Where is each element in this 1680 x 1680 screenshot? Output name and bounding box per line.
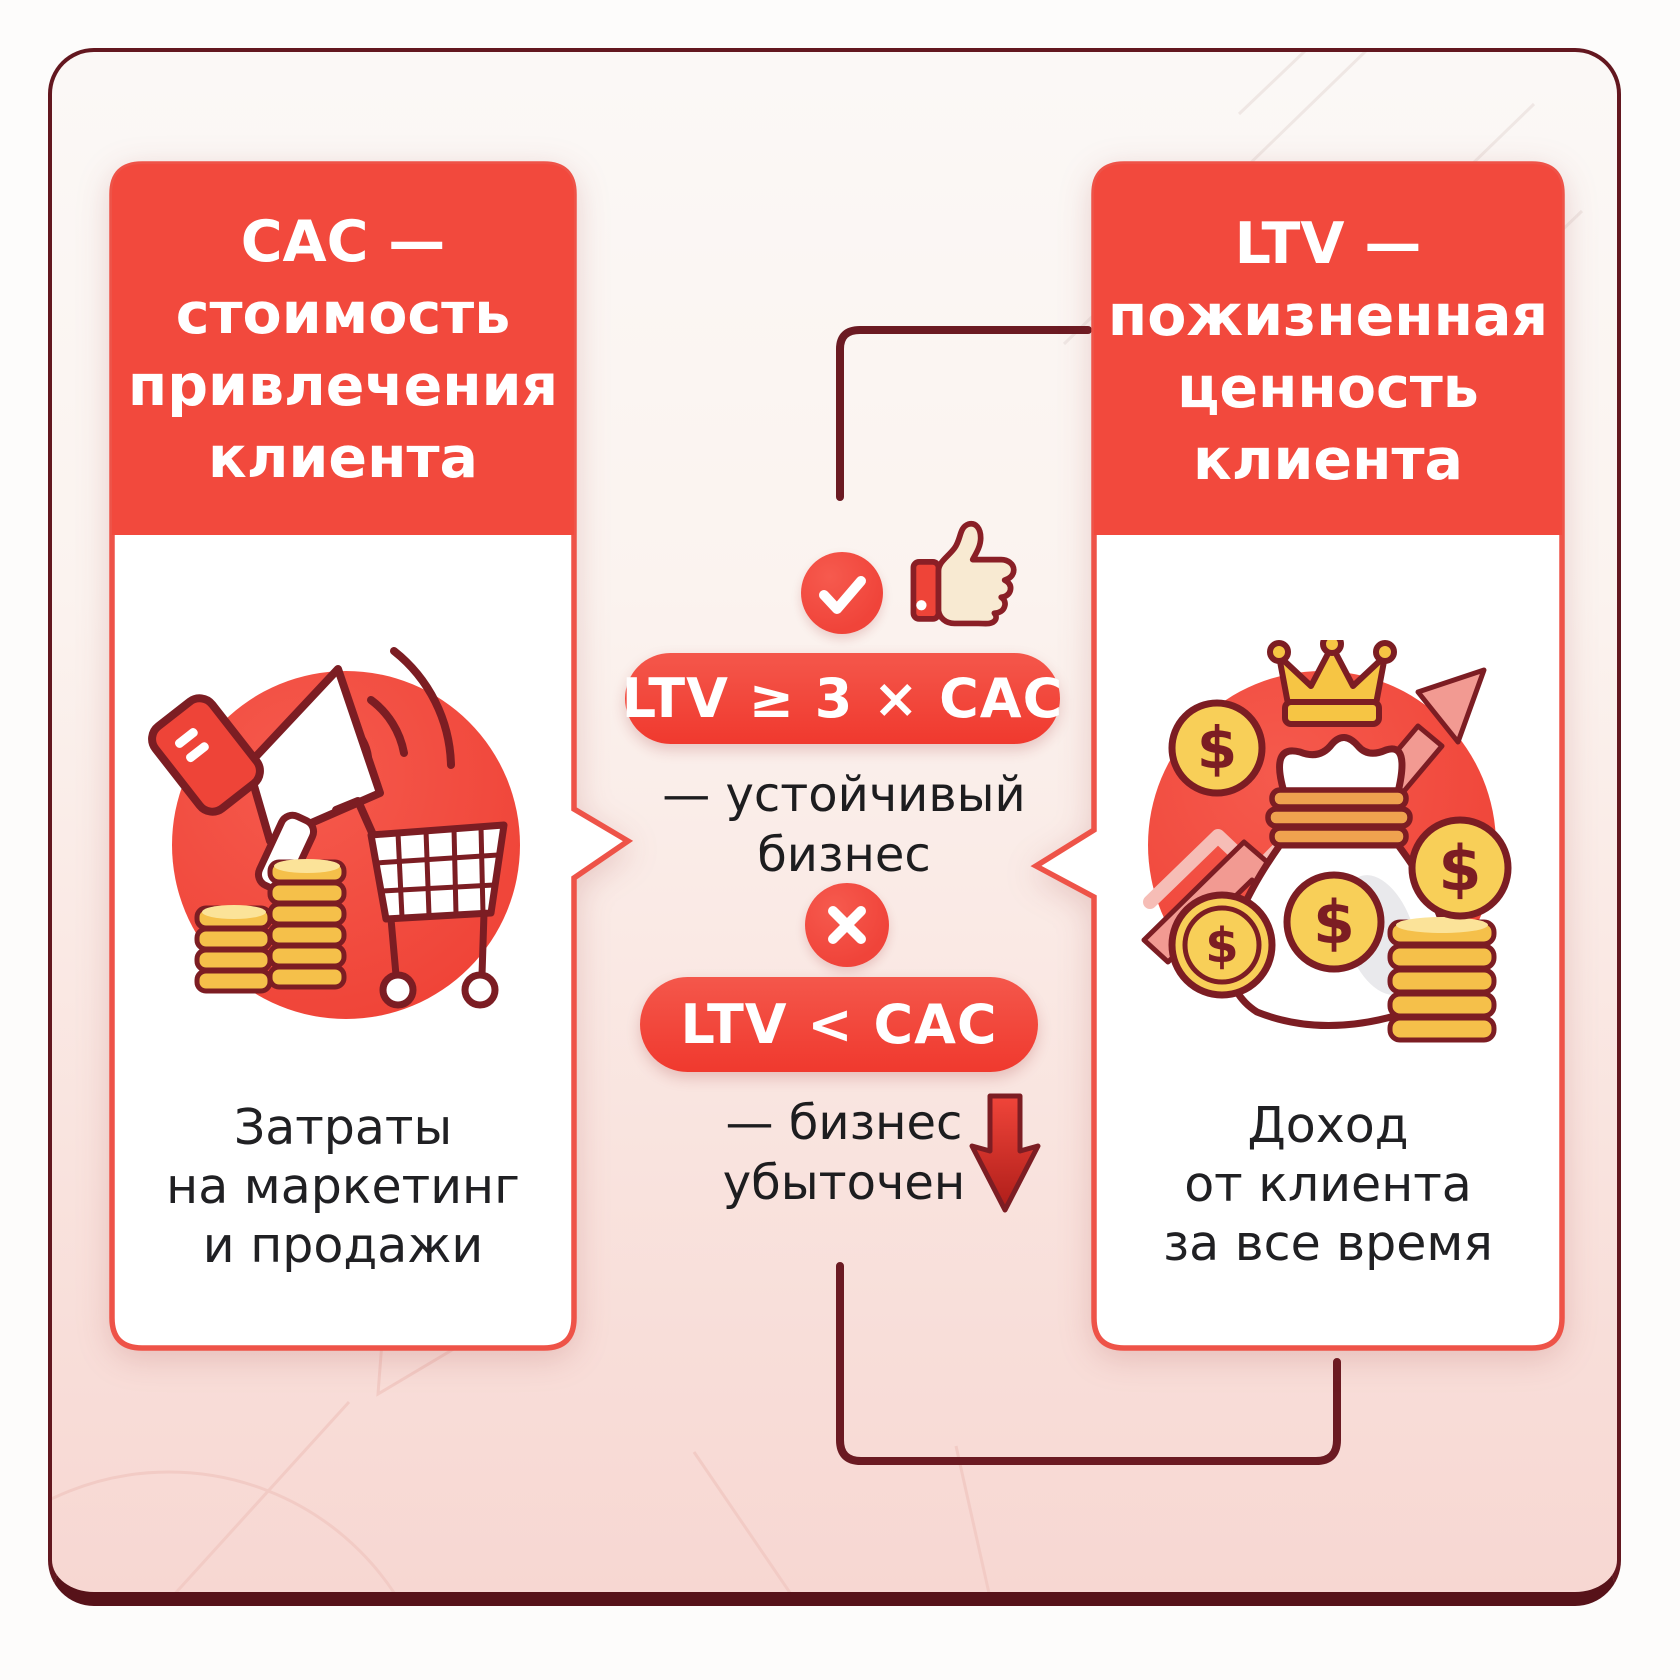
title-line: клиента xyxy=(1193,427,1463,493)
title-line: ценность xyxy=(1177,355,1479,421)
thumbs-up-icon xyxy=(910,520,1017,627)
good-result-text: — устойчивый бизнес xyxy=(594,765,1094,885)
dollar-signs: $ $ $ $ xyxy=(1197,714,1482,974)
dollar-sign: $ xyxy=(1438,832,1481,905)
dollar-sign: $ xyxy=(1313,888,1355,958)
coin-icon xyxy=(1168,699,1266,797)
megaphone-coins-cart-illustration xyxy=(148,647,520,1019)
ltv-card-title: LTV — пожизненная ценность клиента xyxy=(1094,208,1562,496)
check-circle-icon xyxy=(801,552,883,634)
caption-line: за все время xyxy=(1163,1215,1493,1272)
caption-line: от клиента xyxy=(1184,1156,1472,1213)
title-line: пожизненная xyxy=(1107,283,1549,349)
formula-pill-bad: LTV < CAC xyxy=(640,977,1038,1072)
coin-icon xyxy=(1168,891,1276,999)
coins-icon xyxy=(194,859,347,994)
title-line: привлечения xyxy=(127,353,559,419)
coin-stack-icon xyxy=(1387,917,1497,1043)
title-line: CAC — xyxy=(240,209,446,275)
dollar-sign: $ xyxy=(1205,918,1238,974)
crown-icon xyxy=(1267,640,1397,727)
caption-line: Затраты xyxy=(233,1099,453,1156)
cac-card-caption: Затраты на маркетинг и продажи xyxy=(112,1098,574,1275)
dollar-sign: $ xyxy=(1197,714,1237,782)
caption-line: Доход xyxy=(1247,1097,1409,1154)
result-line: — бизнес xyxy=(725,1095,963,1151)
x-circle-icon xyxy=(805,883,889,967)
money-bag-growth-illustration: $ $ $ $ xyxy=(1141,640,1512,1043)
result-line: бизнес xyxy=(757,827,931,883)
result-line: убыточен xyxy=(722,1155,966,1211)
result-line: — устойчивый xyxy=(662,767,1026,823)
cart-icon xyxy=(332,797,508,1009)
cac-card-header-bg xyxy=(112,164,574,535)
coin-icon xyxy=(1408,816,1512,920)
ltv-card-header-bg xyxy=(1094,164,1562,535)
bad-formula-text: LTV < CAC xyxy=(680,993,998,1056)
ltv-card-caption: Доход от клиента за все время xyxy=(1094,1096,1562,1273)
cac-card-title: CAC — стоимость привлечения клиента xyxy=(112,206,574,494)
caption-line: на маркетинг xyxy=(166,1158,520,1215)
bad-result-text: — бизнес убыточен xyxy=(594,1093,1094,1213)
title-line: клиента xyxy=(208,425,478,491)
coin-icon xyxy=(1283,871,1385,973)
title-line: LTV — xyxy=(1234,211,1422,277)
caption-line: и продажи xyxy=(202,1217,484,1274)
down-arrow-icon xyxy=(969,1093,1041,1213)
title-line: стоимость xyxy=(175,281,511,347)
good-formula-text: LTV ≥ 3 × CAC xyxy=(621,667,1064,730)
formula-pill-good: LTV ≥ 3 × CAC xyxy=(621,653,1064,744)
